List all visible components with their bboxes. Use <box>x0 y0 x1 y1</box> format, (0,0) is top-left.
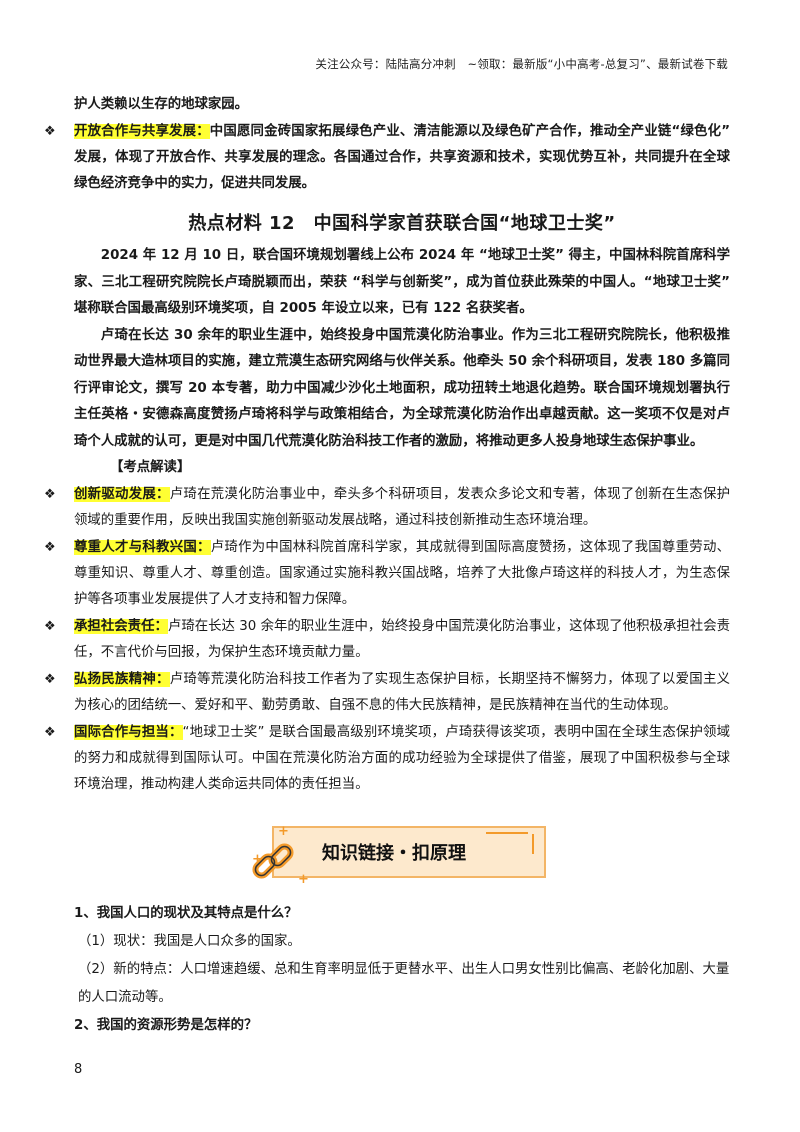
answer-line: （2）新的特点：人口增速趋缓、总和生育率明显低于更替水平、出生人口男女性别比偏高… <box>74 956 734 1012</box>
page-number: 8 <box>74 1062 83 1077</box>
bullet-text: 卢琦在长达 30 余年的职业生涯中，始终投身中国荒漠化防治事业，这体现了他积极承… <box>74 619 731 660</box>
question-2: 2、我国的资源形势是怎样的？ <box>74 1018 258 1033</box>
section-title: 热点材料 12 中国科学家首获联合国“地球卫士奖” <box>188 213 616 234</box>
bullet-label: 创新驱动发展： <box>74 487 170 502</box>
diamond-bullet-icon: ❖ <box>44 487 56 502</box>
diamond-bullet-icon: ❖ <box>44 619 56 634</box>
bullet-text: 卢琦等荒漠化防治科技工作者为了实现生态保护目标，长期坚持不懈努力，体现了以爱国主… <box>74 672 731 713</box>
knowledge-link-banner: 知识链接・扣原理 <box>272 826 546 878</box>
answer-line: （1）现状：我国是人口众多的国家。 <box>78 934 301 949</box>
diamond-bullet-icon: ❖ <box>44 725 56 740</box>
bullet-item: ❖ 承担社会责任：卢琦在长达 30 余年的职业生涯中，始终投身中国荒漠化防治事业… <box>44 614 731 666</box>
paragraph-2: 卢琦在长达 30 余年的职业生涯中，始终投身中国荒漠化防治事业。作为三北工程研究… <box>74 327 730 449</box>
banner-decoration <box>486 832 528 834</box>
banner-decoration <box>532 834 534 854</box>
banner-title: 知识链接・扣原理 <box>322 843 466 864</box>
page-header: 关注公众号：陆陆高分冲刺 ~领取：最新版“小中高考-总复习”、最新试卷下载 <box>315 57 728 71</box>
plus-decoration-icon: + <box>252 852 263 867</box>
bullet-label: 尊重人才与科教兴国： <box>74 540 211 555</box>
bullet-item: ❖ 国际合作与担当：“地球卫士奖” 是联合国最高级别环境奖项，卢琦获得该奖项，表… <box>44 720 730 798</box>
bullet-text: 卢琦在荒漠化防治事业中，牵头多个科研项目，发表众多论文和专著，体现了创新在生态保… <box>74 487 731 528</box>
main-content: 护人类赖以生存的地球家园。 ❖ 开放合作与共享发展：中国愿同金砖国家拓展绿色产业… <box>44 92 731 798</box>
plus-decoration-icon: + <box>298 872 309 887</box>
bullet-label: 国际合作与担当： <box>74 725 183 740</box>
diamond-bullet-icon: ❖ <box>44 672 56 687</box>
bullet-item: ❖ 弘扬民族精神：卢琦等荒漠化防治科技工作者为了实现生态保护目标，长期坚持不懈努… <box>44 667 731 719</box>
bullet-label: 弘扬民族精神： <box>74 672 170 687</box>
plus-decoration-icon: + <box>278 824 289 839</box>
diamond-bullet-icon: ❖ <box>44 540 56 555</box>
chain-link-icon <box>252 843 294 879</box>
bullet-text: 中国愿同金砖国家拓展绿色产业、清洁能源以及绿色矿产合作，推动全产业链“绿色化” … <box>74 124 730 191</box>
diamond-bullet-icon: ❖ <box>44 124 56 139</box>
paragraph-1: 2024 年 12 月 10 日，联合国环境规划署线上公布 2024 年 “地球… <box>74 248 730 316</box>
bullet-item: ❖ 创新驱动发展：卢琦在荒漠化防治事业中，牵头多个科研项目，发表众多论文和专著，… <box>44 482 731 534</box>
bullet-open-cooperation: ❖ 开放合作与共享发展：中国愿同金砖国家拓展绿色产业、清洁能源以及绿色矿产合作，… <box>44 119 730 197</box>
answer-text: （2）新的特点：人口增速趋缓、总和生育率明显低于更替水平、出生人口男女性别比偏高… <box>78 962 730 1005</box>
bullet-text: “地球卫士奖” 是联合国最高级别环境奖项，卢琦获得该奖项，表明中国在全球生态保护… <box>74 725 730 792</box>
kaodian-heading: 【考点解读】 <box>110 460 191 475</box>
bullet-text: 卢琦作为中国林科院首席科学家，其成就得到国际高度赞扬，这体现了我国尊重劳动、尊重… <box>74 540 731 607</box>
questions-area: 1、我国人口的现状及其特点是什么？ （1）现状：我国是人口众多的国家。 （2）新… <box>74 900 734 1040</box>
bullet-item: ❖ 尊重人才与科教兴国：卢琦作为中国林科院首席科学家，其成就得到国际高度赞扬，这… <box>44 535 731 613</box>
bullet-label: 开放合作与共享发展： <box>74 124 210 139</box>
continued-text: 护人类赖以生存的地球家园。 <box>74 97 249 112</box>
bullet-label: 承担社会责任： <box>74 619 168 634</box>
question-1: 1、我国人口的现状及其特点是什么？ <box>74 906 298 921</box>
